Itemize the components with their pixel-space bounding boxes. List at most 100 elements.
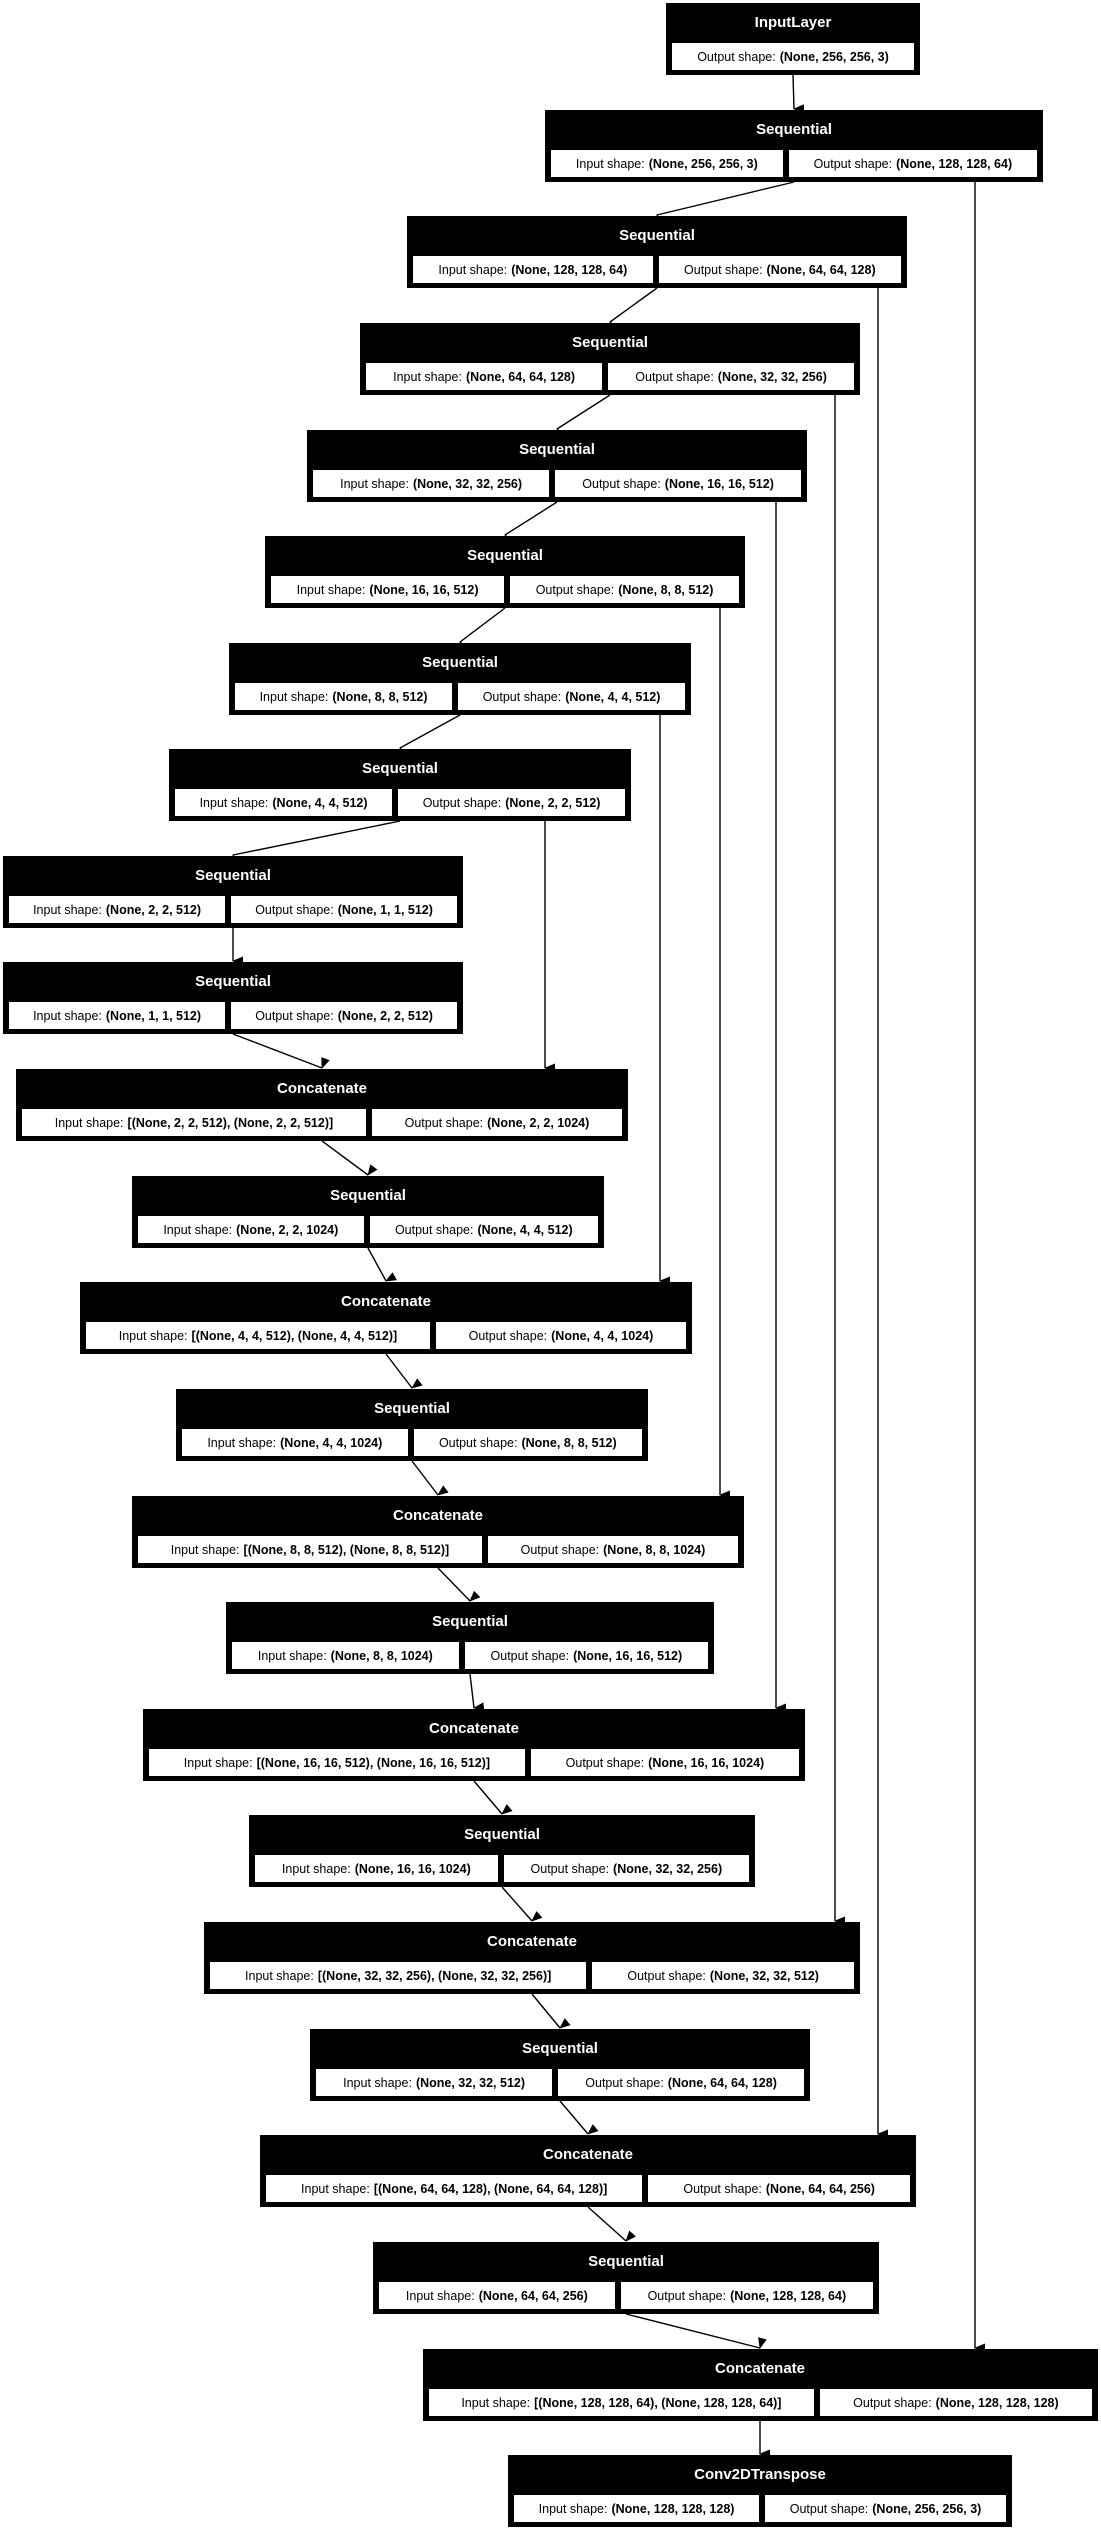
node-title: Concatenate <box>340 1293 432 1310</box>
output-shape-value: (None, 8, 8, 1024) <box>603 1542 706 1557</box>
chain-edge <box>504 501 558 546</box>
output-shape-value: (None, 8, 8, 512) <box>618 582 714 597</box>
output-shape-label: Output shape: <box>789 2501 869 2516</box>
output-shape-cell: Output shape:(None, 4, 4, 512) <box>457 682 686 711</box>
input-shape-value: (None, 1, 1, 512) <box>105 1008 202 1023</box>
chain-edge <box>654 181 795 226</box>
node-title: Concatenate <box>428 1720 520 1737</box>
output-shape-value: (None, 32, 32, 256) <box>717 369 827 384</box>
chain-edge <box>556 394 611 440</box>
node-shape-row: Input shape:(None, 2, 2, 1024)Output sha… <box>137 1215 599 1244</box>
output-shape-cell: Output shape:(None, 4, 4, 1024) <box>434 1321 687 1350</box>
input-shape-cell: Input shape:(None, 16, 16, 512) <box>270 575 506 604</box>
node-title: Sequential <box>522 2040 598 2057</box>
node-shape-row: Input shape:(None, 64, 64, 256)Output sh… <box>378 2281 875 2310</box>
node-shape-row: Input shape:[(None, 4, 4, 512), (None, 4… <box>85 1321 687 1350</box>
node-shape-row: Input shape:(None, 1, 1, 512)Output shap… <box>8 1001 458 1030</box>
output-shape-cell: Output shape:(None, 16, 16, 512) <box>463 1641 710 1670</box>
node-shape-row: Input shape:(None, 4, 4, 1024) Output sha… <box>181 1428 643 1457</box>
chain-edge <box>459 607 506 653</box>
chain-edge <box>609 287 658 333</box>
input-shape-value: (None, 128, 128, 64) <box>511 262 628 277</box>
input-shape-cell: Input shape:(None, 32, 32, 256) <box>312 469 551 498</box>
input-shape-cell: Input shape:[(None, 2, 2, 512), (None, 2… <box>21 1108 367 1137</box>
node-title: Concatenate <box>542 2146 634 2163</box>
input-shape-cell: Input shape:(None, 2, 2, 512) <box>8 895 227 924</box>
input-shape-cell: Input shape:[(None, 8, 8, 512), (None, 8… <box>137 1535 483 1564</box>
input-shape-label: Input shape: <box>296 582 366 597</box>
output-shape-label: Output shape: <box>647 2288 727 2303</box>
input-shape-label: Input shape: <box>54 1115 124 1130</box>
output-shape-value: (None, 256, 256, 3) <box>872 2501 982 2516</box>
output-shape-label: Output shape: <box>535 582 615 597</box>
node-shape-row: Input shape:[(None, 128, 128, 64), (None… <box>427 2388 1093 2417</box>
input-shape-label: Input shape: <box>538 2501 608 2516</box>
output-shape-cell: Output shape:(None, 8, 8, 512) <box>509 575 741 604</box>
input-shape-value: (None, 64, 64, 128) <box>465 369 576 384</box>
node-title: Concatenate <box>392 1507 484 1524</box>
output-shape-cell: Output shape:(None, 1, 1, 512) <box>230 895 458 924</box>
output-shape-cell: Output shape:(None, 128, 128, 64) <box>619 2281 875 2310</box>
input-shape-label: Input shape: <box>257 1648 327 1663</box>
output-shape-value: (None, 32, 32, 256) <box>613 1861 723 1876</box>
input-shape-value: (None, 16, 16, 1024) <box>354 1861 471 1876</box>
output-shape-label: Output shape: <box>255 1008 334 1023</box>
input-shape-cell: Input shape:[(None, 128, 128, 64), (None… <box>427 2388 816 2417</box>
output-shape-label: Output shape: <box>438 1435 518 1450</box>
input-shape-value: (None, 32, 32, 512) <box>415 2075 526 2090</box>
node-title: Sequential <box>464 1826 540 1843</box>
node-shape-row: Input shape:(None, 16, 16, 512)Output sh… <box>270 575 741 604</box>
input-shape-label: Input shape: <box>461 2395 531 2410</box>
chain-edge <box>469 1673 485 1712</box>
input-shape-cell: Input shape:(None, 4, 4, 1024) <box>181 1428 409 1457</box>
node-shape-row: Input shape:(None, 4, 4, 512)Output shap… <box>174 788 626 817</box>
input-shape-value: [(None, 4, 4, 512), (None, 4, 4, 512)] <box>191 1328 398 1343</box>
output-shape-label: Output shape: <box>565 1755 645 1770</box>
input-shape-label: Input shape: <box>438 262 508 277</box>
node-shape-row: Input shape:[(None, 32, 32, 256), (None,… <box>209 1961 856 1990</box>
input-shape-value: (None, 2, 2, 1024) <box>236 1222 339 1237</box>
input-shape-cell: Input shape:(None, 64, 64, 256) <box>378 2281 616 2310</box>
chain-edge <box>367 1247 397 1282</box>
output-shape-cell: Output shape:(None, 4, 4, 512) <box>368 1215 599 1244</box>
input-shape-value: (None, 256, 256, 3) <box>648 156 758 171</box>
output-shape-cell: Output shape:(None, 64, 64, 128) <box>557 2068 805 2097</box>
output-shape-label: Output shape: <box>394 1222 474 1237</box>
node-shape-row: Input shape:(None, 128, 128, 64)Output s… <box>412 255 903 284</box>
input-shape-label: Input shape: <box>301 2181 370 2196</box>
output-shape-value: (None, 32, 32, 512) <box>709 1968 819 1983</box>
output-shape-label: Output shape: <box>520 1542 600 1557</box>
chain-edge <box>587 2206 637 2242</box>
node-shape-row: Input shape:(None, 128, 128, 128)Output … <box>513 2494 1007 2523</box>
input-shape-label: Input shape: <box>575 156 645 171</box>
chain-edge <box>399 714 461 759</box>
node-title: Sequential <box>432 1613 508 1630</box>
input-shape-value: [(None, 32, 32, 256), (None, 32, 32, 256… <box>317 1968 552 1983</box>
output-shape-value: (None, 4, 4, 1024) <box>551 1328 654 1343</box>
output-shape-label: Output shape: <box>697 49 776 64</box>
node-title: Sequential <box>588 2253 664 2270</box>
chain-edge <box>232 1033 330 1069</box>
node-title: Sequential <box>467 547 543 564</box>
node-shape-row: Input shape:(None, 32, 32, 256)Output sh… <box>312 469 802 498</box>
input-shape-cell: Input shape:[(None, 4, 4, 512), (None, 4… <box>85 1321 431 1350</box>
input-shape-value: [(None, 128, 128, 64), (None, 128, 128, … <box>534 2395 782 2410</box>
input-shape-label: Input shape: <box>340 476 409 491</box>
input-shape-cell: Input shape:[(None, 64, 64, 128), (None,… <box>265 2174 644 2203</box>
node-title: Sequential <box>330 1187 406 1204</box>
output-shape-label: Output shape: <box>422 795 502 810</box>
